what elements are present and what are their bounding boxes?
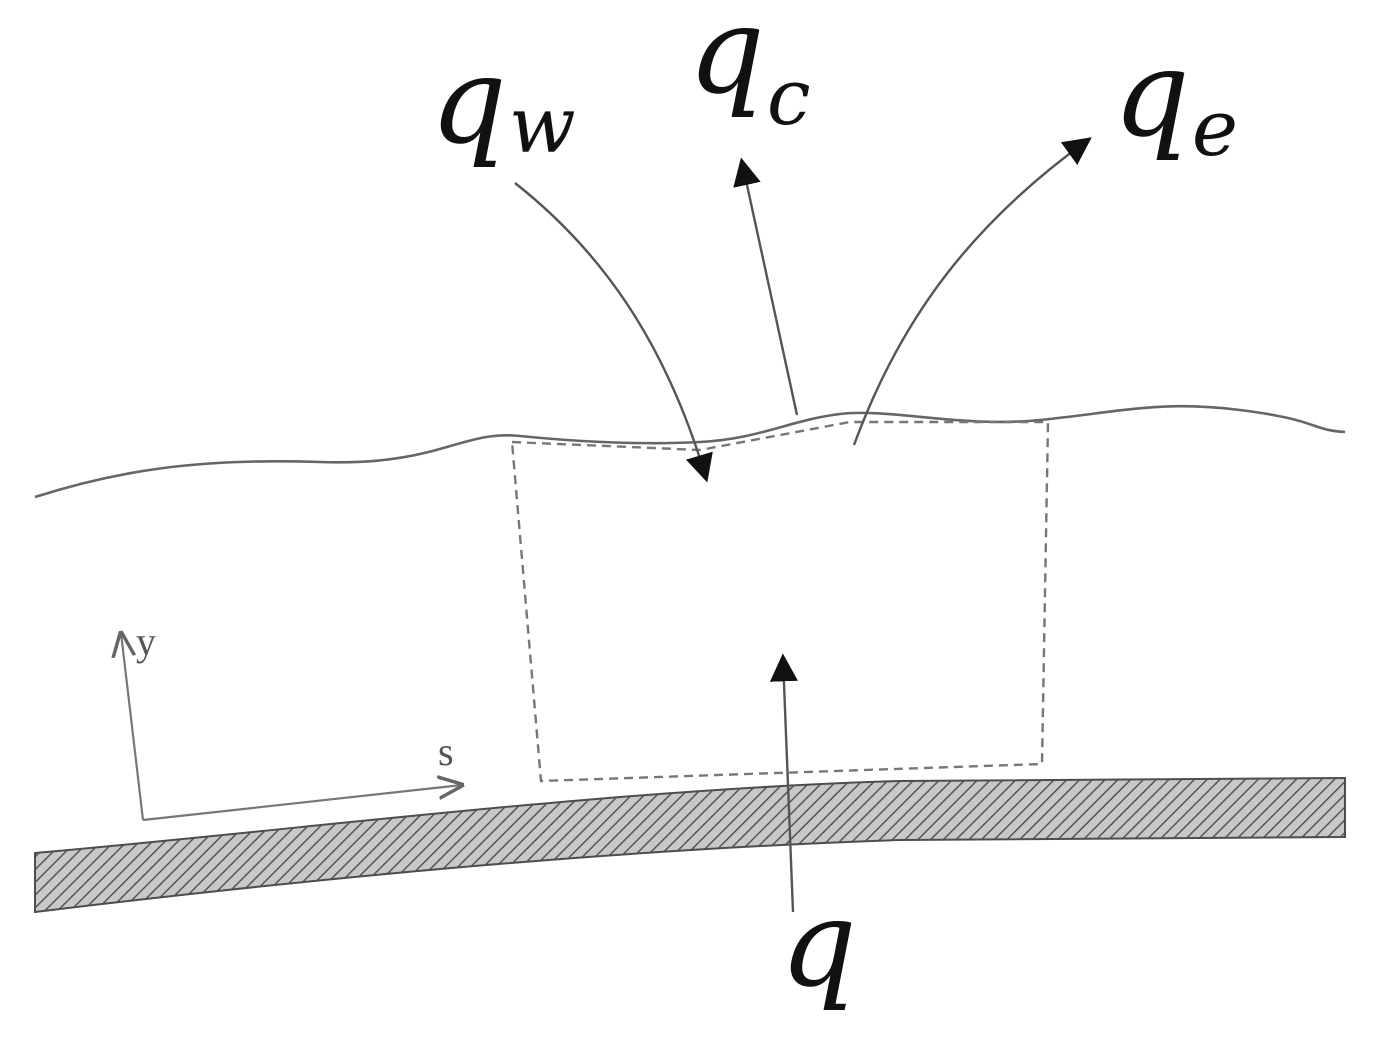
boundary-layer-edge bbox=[34, 404, 1346, 499]
s-axis bbox=[142, 785, 462, 822]
q-w-base: q bbox=[430, 32, 507, 171]
q-c-arrow bbox=[733, 157, 799, 416]
q-w-label: qw bbox=[430, 32, 576, 171]
q-w-arrow bbox=[514, 182, 713, 483]
q-e-arrow bbox=[852, 137, 1092, 446]
wall-surface bbox=[34, 776, 1346, 914]
q-c-base: q bbox=[688, 0, 765, 121]
q-c-subscript: c bbox=[767, 53, 811, 143]
q-c-label: qc bbox=[688, 0, 811, 143]
q-e-subscript: e bbox=[1192, 84, 1238, 174]
q-e-label: qe bbox=[1113, 25, 1238, 174]
y-axis-label: y bbox=[136, 619, 156, 664]
s-axis-label: s bbox=[438, 729, 454, 774]
control-volume-outline bbox=[510, 420, 1050, 783]
y-axis bbox=[121, 633, 145, 821]
q-e-base: q bbox=[1113, 25, 1190, 164]
q-label: q bbox=[780, 875, 857, 1014]
q-w-subscript: w bbox=[509, 81, 576, 171]
q-arrow bbox=[769, 653, 798, 913]
